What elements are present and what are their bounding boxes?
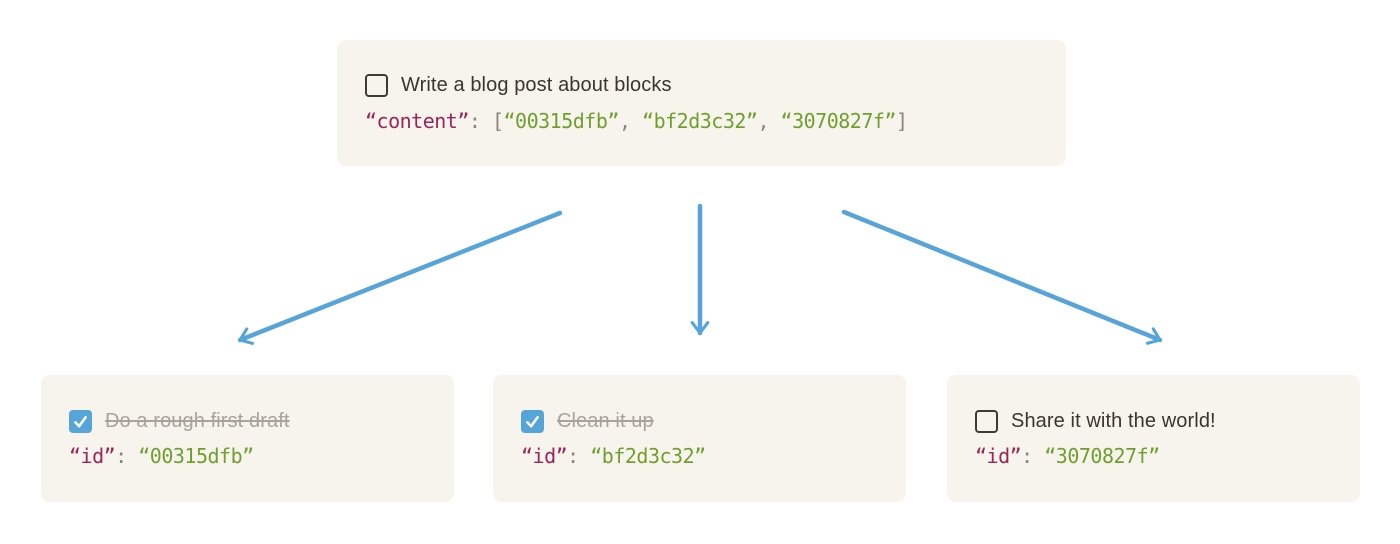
checkbox-checked-icon[interactable] (69, 409, 92, 433)
checkbox-checked-icon[interactable] (521, 409, 544, 433)
child-3-todo-label: Share it with the world! (1011, 409, 1216, 432)
checkbox-unchecked-icon[interactable] (975, 409, 998, 433)
code-id-value: “bf2d3c32” (590, 444, 706, 468)
parent-block-card: Write a blog post about blocks “content”… (337, 40, 1066, 166)
code-colon: : (115, 444, 139, 468)
code-colon: : (567, 444, 591, 468)
child-1-todo-row: Do a rough first draft (69, 408, 426, 434)
code-key: “id” (975, 444, 1022, 468)
code-key: “id” (69, 444, 116, 468)
code-id-3: “3070827f” (780, 108, 897, 133)
child-2-todo-label: Clean it up (557, 409, 654, 432)
parent-todo-label: Write a blog post about blocks (401, 74, 672, 96)
child-1-todo-label: Do a rough first draft (105, 409, 290, 432)
code-key: “id” (521, 444, 568, 468)
arrow-to-child-1-icon (237, 210, 563, 345)
code-separator: , (618, 108, 643, 133)
child-block-card-3: Share it with the world! “id”: “3070827f… (947, 375, 1360, 502)
child-3-todo-row: Share it with the world! (975, 408, 1332, 434)
checkbox-unchecked-icon[interactable] (365, 74, 388, 97)
code-id-value: “3070827f” (1044, 444, 1160, 468)
code-colon: : (468, 108, 492, 133)
code-separator: , (757, 108, 781, 133)
parent-todo-row: Write a blog post about blocks (365, 73, 1038, 99)
check-icon (74, 415, 87, 427)
code-colon: : (1021, 444, 1045, 468)
code-key: “content” (365, 108, 469, 133)
check-icon (526, 415, 539, 427)
code-open-bracket: [ (491, 108, 504, 133)
code-close-bracket: ] (895, 108, 908, 133)
child-block-card-2: Clean it up “id”: “bf2d3c32” (493, 375, 906, 502)
code-id-value: “00315dfb” (138, 444, 254, 468)
code-id-2: “bf2d3c32” (642, 108, 758, 133)
child-block-card-1: Do a rough first draft “id”: “00315dfb” (41, 375, 454, 502)
child-2-todo-row: Clean it up (521, 408, 878, 434)
child-3-code-line: “id”: “3070827f” (975, 443, 1332, 469)
code-id-1: “00315dfb” (503, 108, 620, 133)
child-1-code-line: “id”: “00315dfb” (69, 443, 426, 469)
child-2-code-line: “id”: “bf2d3c32” (521, 443, 878, 469)
arrow-to-child-3-icon (841, 209, 1163, 345)
parent-code-line: “content”: [“00315dfb”, “bf2d3c32”, “307… (365, 108, 1038, 134)
